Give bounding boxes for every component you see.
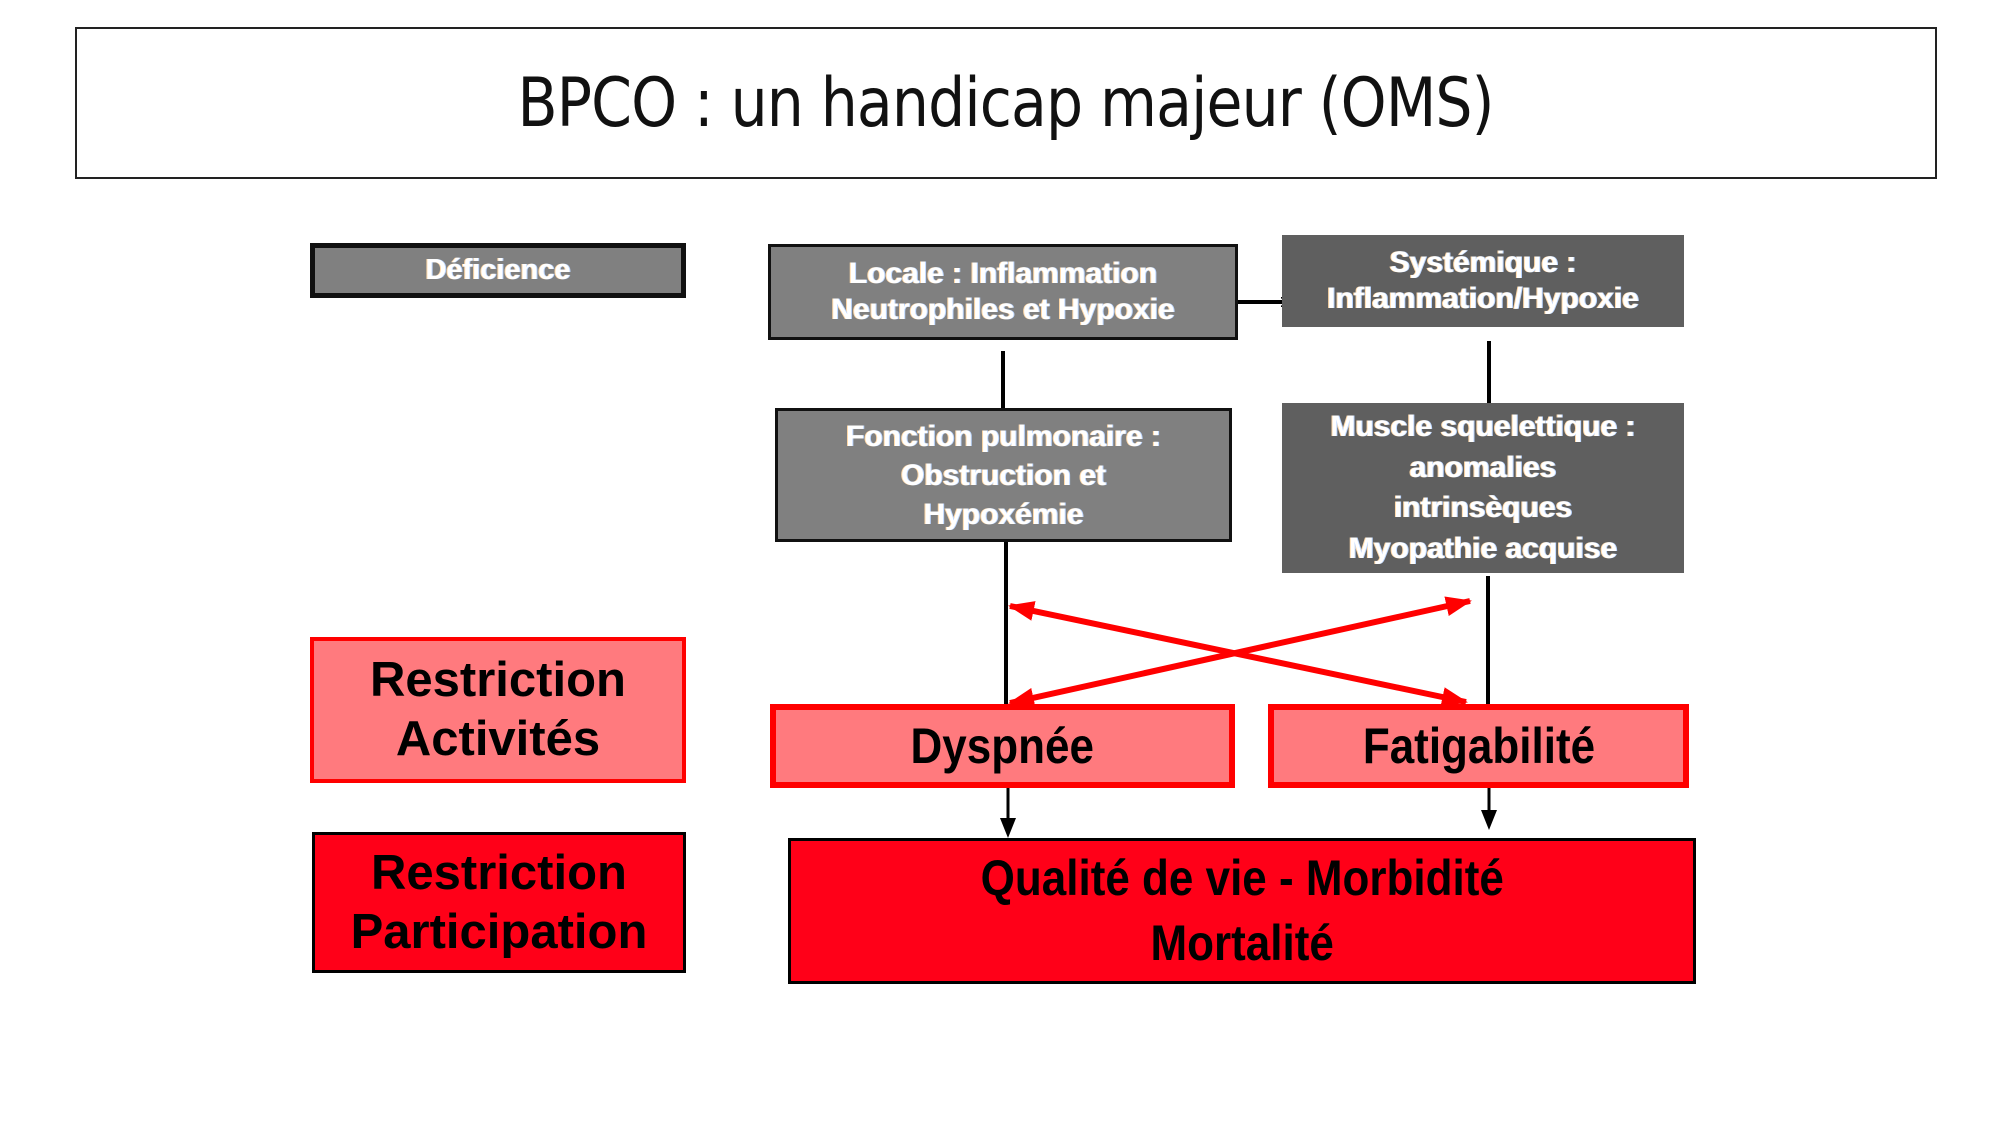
node-systemique-line1: Systémique : <box>1389 246 1577 279</box>
legend-deficience-label: Déficience <box>425 254 571 287</box>
node-locale-line1: Locale : Inflammation <box>848 257 1158 290</box>
node-outcome: Qualité de vie - Morbidité Mortalité <box>788 838 1696 984</box>
node-fatigabilite-label: Fatigabilité <box>1362 718 1595 774</box>
node-fonction-line1: Fonction pulmonaire : <box>846 419 1161 453</box>
legend-restriction-activites-line2: Activités <box>395 712 601 766</box>
node-fonction-line3: Hypoxémie <box>923 497 1084 531</box>
legend-restriction-activites: Restriction Activités <box>310 637 686 783</box>
node-muscle-line4: Myopathie acquise <box>1348 531 1618 565</box>
node-fonction-pulmonaire: Fonction pulmonaire : Obstruction et Hyp… <box>775 408 1232 542</box>
legend-restriction-activites-line1: Restriction <box>370 653 626 708</box>
arrowhead-dyspnee <box>1000 818 1016 838</box>
node-muscle-line3: intrinsèques <box>1393 491 1573 524</box>
arrowhead-fatigabilite <box>1481 810 1497 830</box>
node-muscle-line1: Muscle squelettique : <box>1330 410 1636 443</box>
node-locale-line2: Neutrophiles et Hypoxie <box>831 293 1175 326</box>
legend-restriction-participation: Restriction Participation <box>312 832 686 973</box>
node-muscle-line2: anomalies <box>1409 450 1557 484</box>
legend-deficience: Déficience <box>310 243 686 298</box>
node-fonction-line2: Obstruction et <box>900 458 1106 492</box>
node-muscle-squelettique: Muscle squelettique : anomalies intrinsè… <box>1282 403 1684 573</box>
red-double-arrow-muscle-dyspnee <box>1008 596 1472 708</box>
legend-restriction-participation-line2: Participation <box>350 904 648 959</box>
node-dyspnee-label: Dyspnée <box>910 718 1095 774</box>
node-systemique-line2: Inflammation/Hypoxie <box>1327 282 1639 315</box>
node-systemique: Systémique : Inflammation/Hypoxie <box>1282 235 1684 327</box>
node-fatigabilite: Fatigabilité <box>1268 704 1689 788</box>
legend-restriction-participation-line1: Restriction <box>371 845 627 900</box>
slide-title-box: BPCO : un handicap majeur (OMS) <box>75 27 1937 179</box>
slide-title: BPCO : un handicap majeur (OMS) <box>517 63 1495 143</box>
node-outcome-line2: Mortalité <box>1150 915 1334 971</box>
node-outcome-line1: Qualité de vie - Morbidité <box>980 850 1504 906</box>
node-locale: Locale : Inflammation Neutrophiles et Hy… <box>768 244 1238 340</box>
node-dyspnee: Dyspnée <box>770 704 1235 788</box>
